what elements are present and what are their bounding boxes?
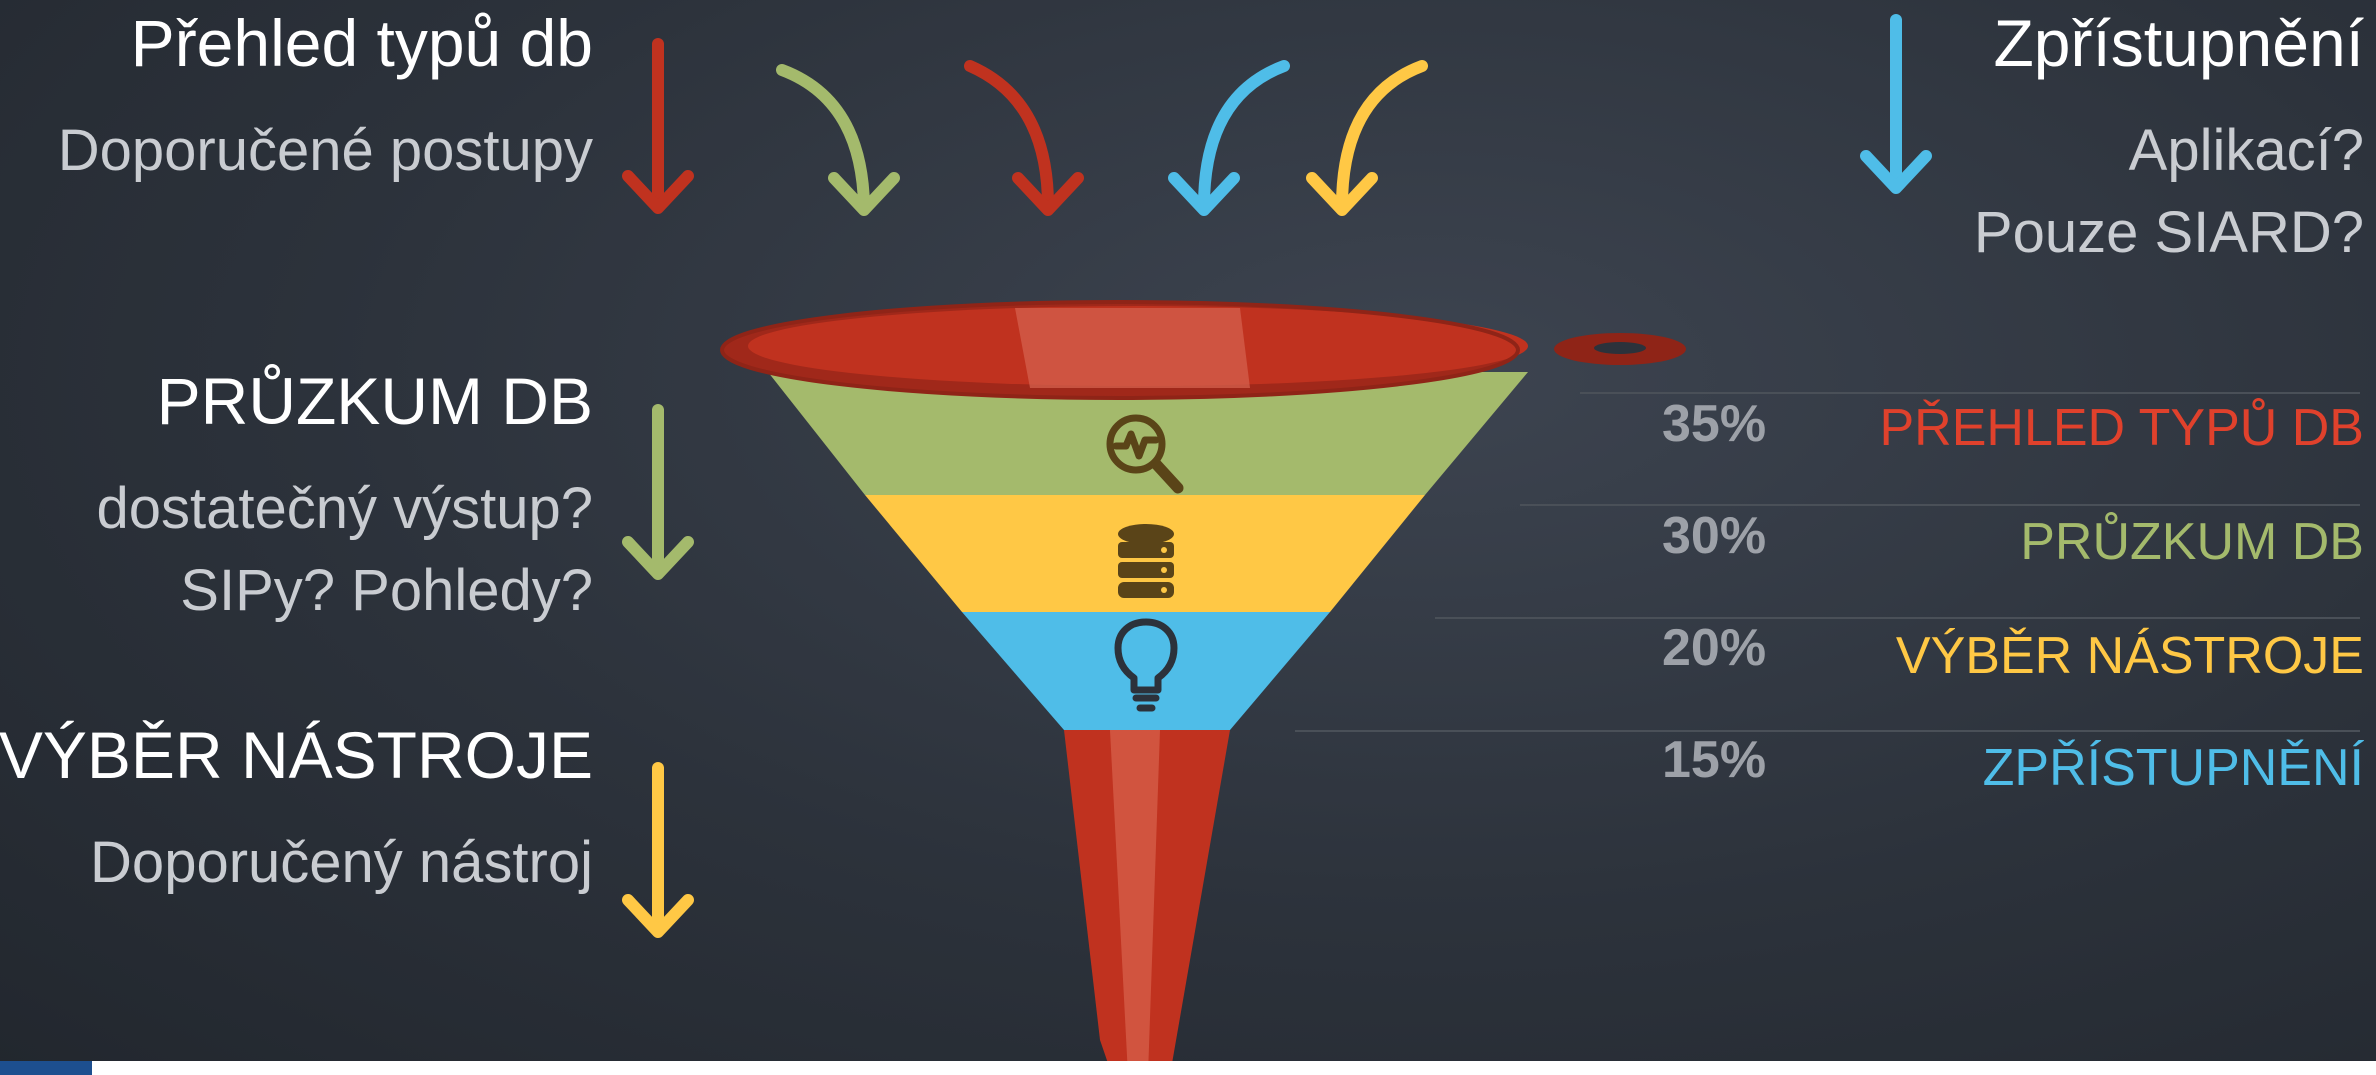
legend-rule-1 (1580, 392, 2360, 394)
section3-title: VÝBĚR NÁSTROJE (0, 718, 593, 792)
legend-percent-2: 30% (1662, 507, 1767, 565)
blue-curved-arrow-icon (1168, 60, 1290, 216)
red-down-arrow-icon (622, 38, 694, 214)
section2-line-2: SIPy? Pohledy? (180, 558, 593, 623)
database-icon (1118, 524, 1174, 598)
section3-line-1: Doporučený nástroj (90, 830, 593, 895)
legend-label-4: ZPŘÍSTUPNĚNÍ (1982, 739, 2364, 797)
logo-icon (0, 1061, 92, 1075)
yellow-curved-arrow-icon (1306, 60, 1428, 216)
section2-title: PRŮZKUM DB (156, 364, 593, 438)
funnel-band-blue (962, 612, 1330, 730)
access-title: Zpřístupnění (1993, 6, 2364, 80)
red-curved-arrow-icon (964, 60, 1084, 216)
green-curved-arrow-icon (776, 64, 900, 216)
funnel-spout (1064, 730, 1230, 1075)
legend-percent-1: 35% (1662, 395, 1767, 453)
legend-percent-3: 20% (1662, 619, 1767, 677)
legend-label-1: PŘEHLED TYPŮ DB (1879, 399, 2364, 457)
funnel-band-green (768, 372, 1528, 495)
section2-line-1: dostatečný výstup? (96, 476, 593, 541)
blue-down-arrow-icon (1860, 14, 1932, 194)
legend-rule-4 (1295, 730, 2360, 732)
access-line-1: Aplikací? (2128, 118, 2364, 183)
footer-bar (0, 1061, 2376, 1075)
legend-rule-2 (1520, 504, 2360, 506)
legend-percent-4: 15% (1662, 731, 1767, 789)
legend-label-2: PRŮZKUM DB (2020, 513, 2364, 571)
legend-rule-3 (1435, 617, 2360, 619)
lightbulb-icon (1114, 618, 1178, 712)
access-line-2: Pouze SIARD? (1973, 200, 2364, 265)
green-down-arrow-icon (622, 404, 694, 580)
yellow-down-arrow-icon (622, 762, 694, 938)
legend-label-3: VÝBĚR NÁSTROJE (1895, 627, 2364, 685)
funnel-rim (720, 300, 1686, 400)
analytics-search-icon (1106, 414, 1184, 494)
section1-line-1: Doporučené postupy (57, 118, 593, 183)
section1-title: Přehled typů db (130, 6, 593, 80)
